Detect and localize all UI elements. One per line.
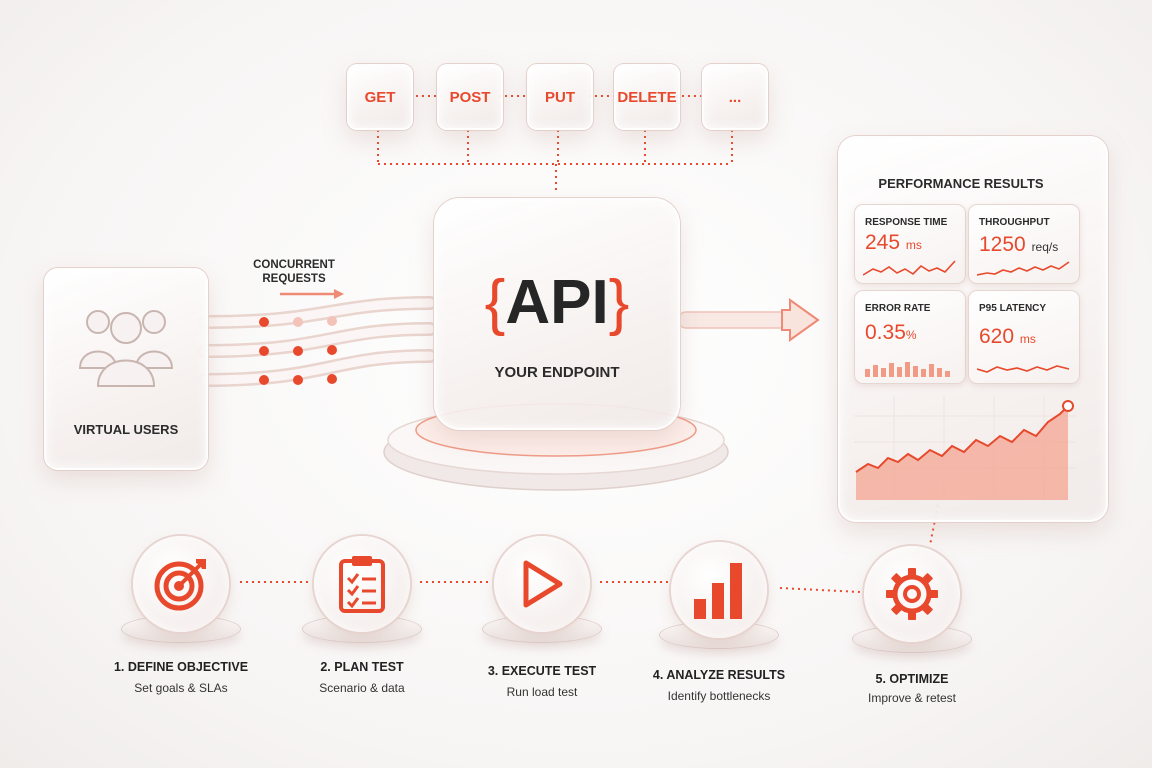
results-title: PERFORMANCE RESULTS — [878, 176, 1044, 191]
api-title: {API} — [436, 268, 678, 338]
response-time-value: 245 — [865, 231, 901, 254]
api-endpoint-box[interactable]: {API} YOUR ENDPOINT — [434, 198, 680, 430]
throughput-value-line: 1250 req/s — [979, 233, 1058, 257]
step-3-title: 3. EXECUTE TEST — [487, 664, 597, 678]
method-more[interactable]: ... — [702, 64, 768, 130]
api-brace-open: { — [484, 268, 506, 337]
method-more-label: ... — [728, 88, 742, 106]
throughput-card[interactable]: THROUGHPUT 1250 req/s — [968, 204, 1080, 284]
method-put-label: PUT — [545, 88, 575, 106]
step-5-circle[interactable] — [864, 546, 960, 642]
users-group-icon — [78, 310, 174, 387]
step-2-title: 2. PLAN TEST — [320, 660, 404, 674]
response-time-value-line: 245 ms — [865, 231, 922, 255]
step-5-subtitle: Improve & retest — [867, 691, 957, 705]
api-brace-close: } — [608, 268, 630, 337]
throughput-value: 1250 — [979, 233, 1026, 256]
step-3-subtitle: Run load test — [506, 685, 578, 699]
response-time-card[interactable]: RESPONSE TIME 245 ms — [854, 204, 966, 284]
virtual-users-panel: VIRTUAL USERS — [44, 268, 208, 470]
response-time-title: RESPONSE TIME — [865, 217, 948, 228]
method-post[interactable]: POST — [437, 64, 503, 130]
method-get[interactable]: GET — [347, 64, 413, 130]
p95-latency-value: 620 — [979, 325, 1015, 348]
throughput-unit: req/s — [1031, 240, 1059, 254]
response-time-unit: ms — [905, 238, 922, 252]
error-rate-title: ERROR RATE — [865, 303, 931, 314]
p95-latency-value-line: 620 ms — [979, 325, 1036, 349]
method-delete-label: DELETE — [617, 88, 677, 106]
p95-latency-title: P95 LATENCY — [979, 303, 1047, 314]
performance-results-panel: PERFORMANCE RESULTS RESPONSE TIME 245 ms… — [838, 136, 1108, 522]
step-2-circle[interactable] — [314, 536, 410, 632]
method-put[interactable]: PUT — [527, 64, 593, 130]
step-4-circle[interactable] — [671, 542, 767, 638]
step-1-title: 1. DEFINE OBJECTIVE — [113, 660, 249, 674]
method-post-label: POST — [449, 88, 491, 106]
step-2-subtitle: Scenario & data — [319, 681, 405, 695]
error-rate-bars — [865, 362, 950, 377]
api-name: API — [505, 268, 609, 337]
step-4-subtitle: Identify bottlenecks — [667, 689, 771, 703]
error-rate-value-line: 0.35% — [865, 321, 917, 345]
concurrent-line2: REQUESTS — [262, 273, 326, 285]
error-rate-card[interactable]: ERROR RATE 0.35% — [854, 290, 966, 384]
step-1-subtitle: Set goals & SLAs — [134, 681, 228, 695]
play-icon — [523, 560, 563, 608]
concurrent-line1: CONCURRENT — [253, 259, 335, 271]
api-subtitle: YOUR ENDPOINT — [494, 364, 620, 381]
throughput-title: THROUGHPUT — [979, 217, 1050, 228]
virtual-users-label: VIRTUAL USERS — [73, 422, 179, 437]
p95-latency-sparkline — [977, 365, 1070, 373]
bar-chart-icon — [694, 563, 742, 619]
results-trend-chart — [854, 396, 1076, 500]
gear-icon — [886, 568, 938, 620]
concurrent-requests-label: CONCURRENT REQUESTS — [238, 258, 350, 286]
throughput-sparkline — [977, 261, 1070, 276]
step-3-circle[interactable] — [494, 536, 590, 632]
step-5-title: 5. OPTIMIZE — [875, 672, 949, 686]
method-delete[interactable]: DELETE — [614, 64, 680, 130]
p95-latency-card[interactable]: P95 LATENCY 620 ms — [968, 290, 1080, 384]
step-4-title: 4. ANALYZE RESULTS — [652, 668, 786, 682]
p95-latency-unit: ms — [1019, 332, 1036, 346]
error-rate-unit: % — [905, 328, 917, 342]
clipboard-checklist-icon — [339, 556, 385, 613]
step-1-circle[interactable] — [133, 536, 229, 632]
method-get-label: GET — [364, 88, 396, 106]
target-icon — [154, 559, 206, 611]
error-rate-value: 0.35 — [865, 321, 906, 344]
response-time-sparkline — [863, 260, 956, 276]
